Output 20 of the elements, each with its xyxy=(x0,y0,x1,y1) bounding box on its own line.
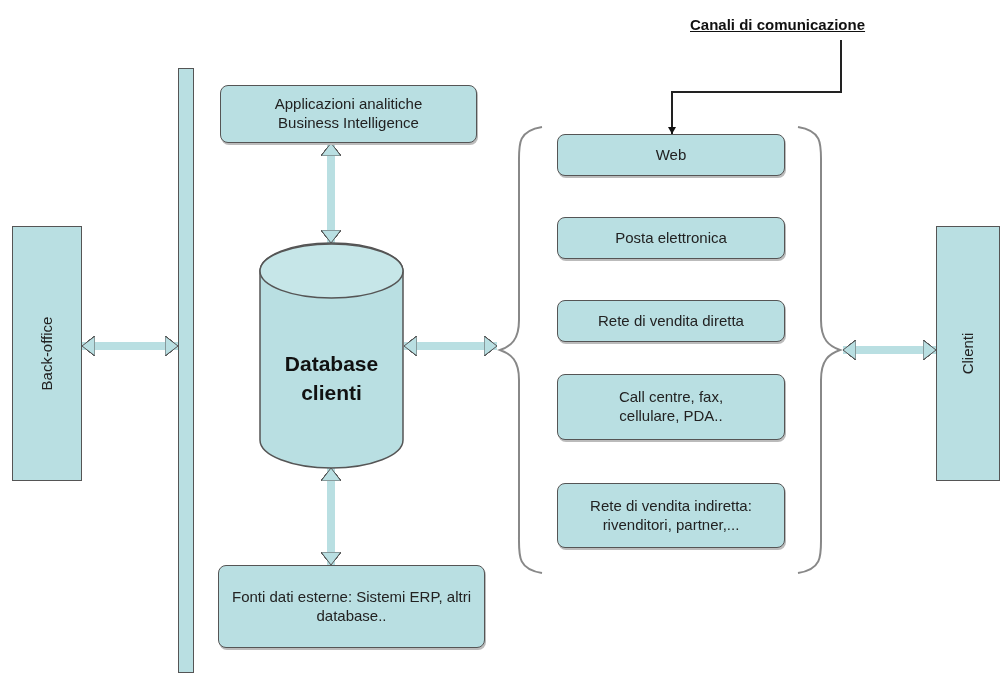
rounded-box: Call centre, fax, cellulare, PDA.. xyxy=(557,374,785,440)
rounded-box: Applicazioni analitiche Business Intelligence xyxy=(220,85,477,143)
heading-label: Canali di comunicazione xyxy=(690,16,866,33)
double-arrow xyxy=(403,335,498,357)
connector-arrow xyxy=(668,39,842,135)
rounded-box: Rete di vendita diretta xyxy=(557,300,785,342)
rounded-box: Fonti dati esterne: Sistemi ERP, altri database.. xyxy=(218,565,485,648)
double-arrow xyxy=(320,142,342,244)
rounded-box: Rete di vendita indiretta: rivenditori, partner,... xyxy=(557,483,785,548)
rounded-box: Web xyxy=(557,134,785,176)
database-label: Database clienti xyxy=(283,350,380,406)
panel-label: Back-office xyxy=(38,316,56,391)
rounded-box: Posta elettronica xyxy=(557,217,785,259)
side-panel xyxy=(936,226,1000,481)
panel-label: Clienti xyxy=(959,332,977,375)
side-panel xyxy=(12,226,82,481)
vertical-bar xyxy=(178,68,194,673)
double-arrow xyxy=(320,467,342,566)
double-arrow xyxy=(842,339,937,361)
double-arrow xyxy=(81,335,179,357)
